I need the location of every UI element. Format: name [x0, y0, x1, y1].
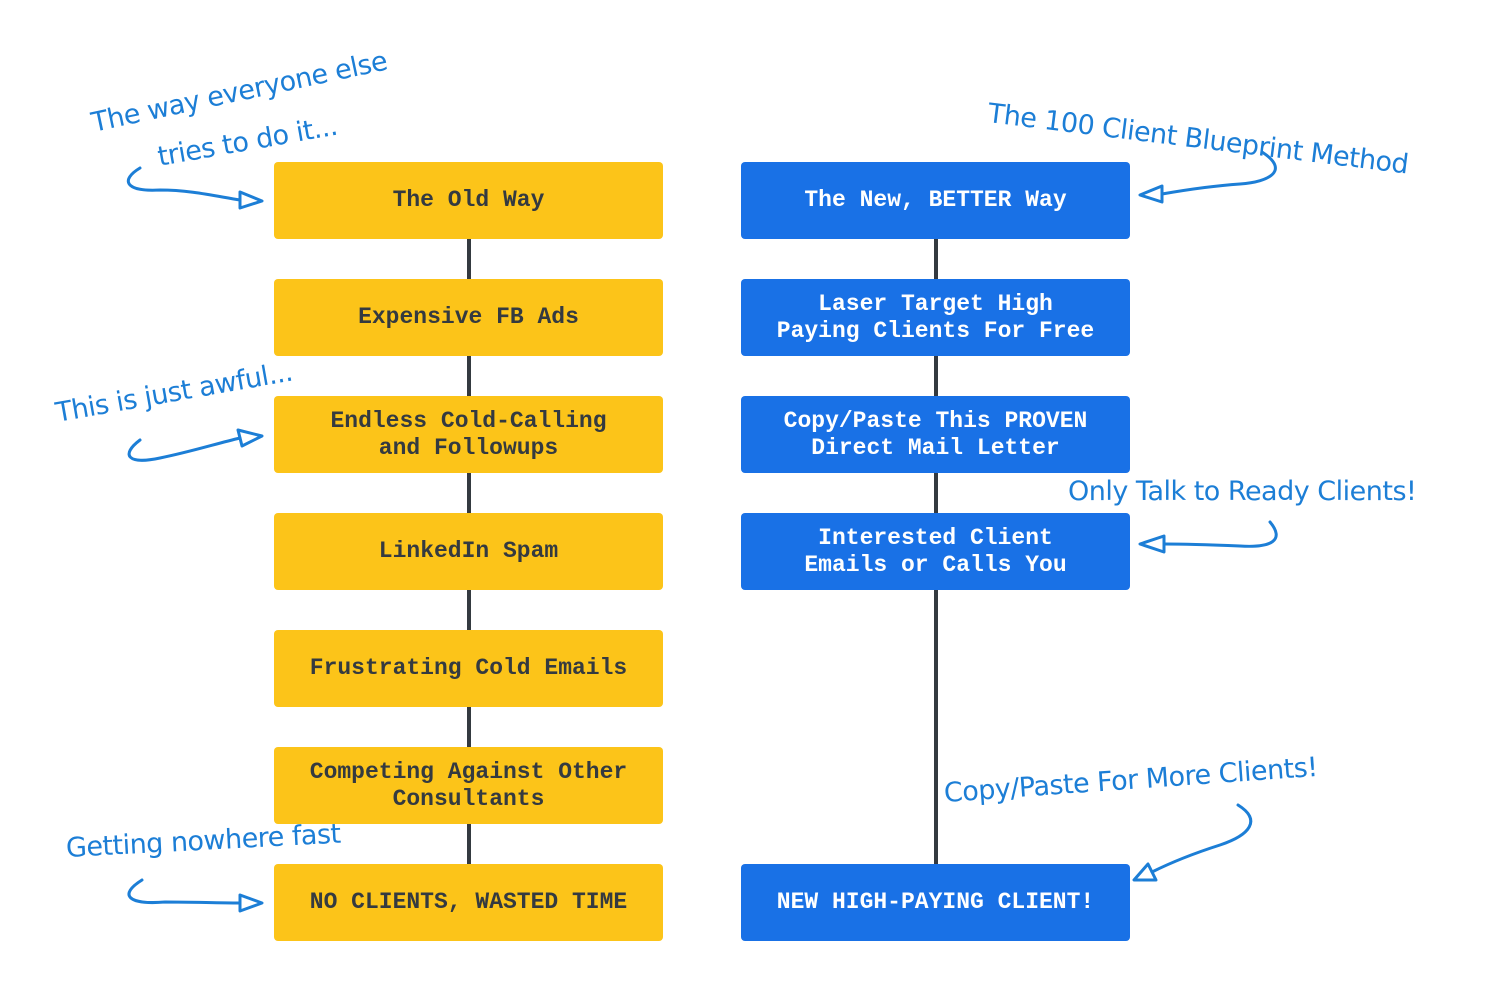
old-way-connector	[467, 239, 471, 279]
old-way-connector	[467, 707, 471, 747]
annotation-more-clients: Copy/Paste For More Clients!	[942, 751, 1319, 809]
new-way-step-laser-target: Laser Target High Paying Clients For Fre…	[741, 279, 1130, 356]
arrow-more-clients-icon	[1132, 803, 1253, 882]
old-way-connector	[467, 590, 471, 630]
old-way-result-box: NO CLIENTS, WASTED TIME	[274, 864, 663, 941]
new-way-connector	[934, 590, 938, 864]
arrow-ready-clients-icon	[1138, 520, 1278, 554]
new-way-connector	[934, 473, 938, 513]
old-way-connector	[467, 356, 471, 396]
annotation-nowhere-fast: Getting nowhere fast	[65, 818, 342, 864]
old-way-step-cold-calling: Endless Cold-Calling and Followups	[274, 396, 663, 473]
old-way-title-box: The Old Way	[274, 162, 663, 239]
new-way-connector	[934, 239, 938, 279]
annotation-just-awful: This is just awful...	[53, 356, 295, 429]
arrow-just-awful-icon	[127, 428, 264, 462]
old-way-step-competing: Competing Against Other Consultants	[274, 747, 663, 824]
arrow-nowhere-fast-icon	[127, 878, 264, 913]
old-way-connector	[467, 473, 471, 513]
old-way-step-linkedin-spam: LinkedIn Spam	[274, 513, 663, 590]
old-way-step-fb-ads: Expensive FB Ads	[274, 279, 663, 356]
annotation-everyone-else-line1: The way everyone else	[88, 45, 391, 139]
annotation-ready-clients: Only Talk to Ready Clients!	[1068, 476, 1417, 507]
arrow-everyone-else-icon	[127, 166, 264, 210]
old-way-step-cold-emails: Frustrating Cold Emails	[274, 630, 663, 707]
new-way-step-client-contacts: Interested Client Emails or Calls You	[741, 513, 1130, 590]
old-way-connector	[467, 824, 471, 864]
new-way-step-direct-mail: Copy/Paste This PROVEN Direct Mail Lette…	[741, 396, 1130, 473]
new-way-title-box: The New, BETTER Way	[741, 162, 1130, 239]
new-way-result-box: NEW HIGH-PAYING CLIENT!	[741, 864, 1130, 941]
new-way-connector	[934, 356, 938, 396]
